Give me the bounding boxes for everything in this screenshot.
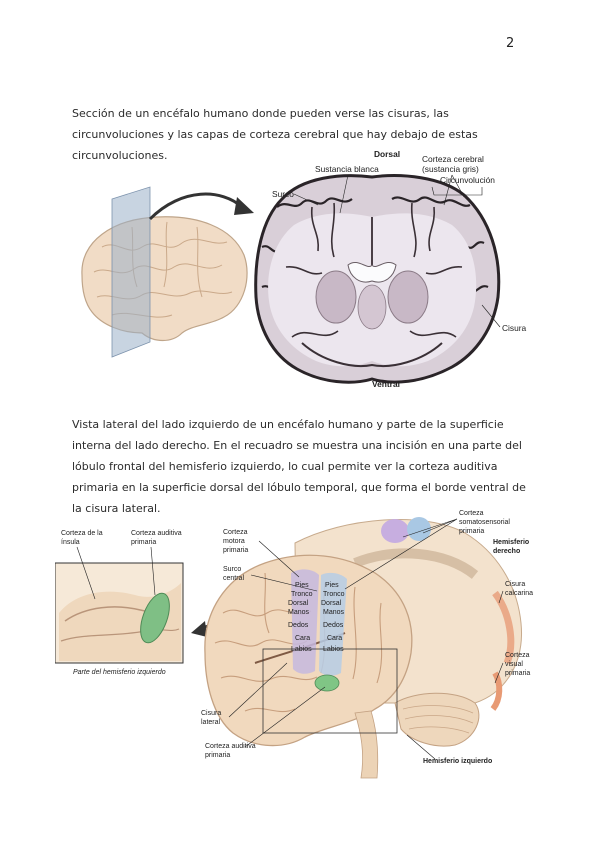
lateral-brain-illustration <box>205 517 522 778</box>
figure-coronal-section: Dorsal Sustancia blanca Corteza cerebral… <box>72 147 530 395</box>
coronal-slice-photo <box>256 176 499 383</box>
body-map-item: Dorsal <box>321 600 342 607</box>
body-map-item: Cara <box>327 635 342 642</box>
label-surco-central-2: central <box>223 575 244 582</box>
label-inset-corteza-auditiva-1: Corteza auditiva <box>131 530 182 537</box>
inset-caption: Parte del hemisferio izquierdo <box>73 669 166 676</box>
body-map-item: Dorsal <box>288 600 309 607</box>
label-ventral: Ventral <box>372 379 400 389</box>
label-corteza-insula-2: ínsula <box>61 539 80 546</box>
label-cisura-lateral-2: lateral <box>201 719 221 726</box>
label-corteza-insula-1: Corteza de la <box>61 530 103 537</box>
body-map-item: Pies <box>295 582 309 589</box>
page-number: 2 <box>506 36 514 51</box>
label-corteza-somato-1: Corteza <box>459 510 484 517</box>
body-map-item: Tronco <box>323 591 345 598</box>
label-dorsal: Dorsal <box>374 149 400 159</box>
label-cisura: Cisura <box>502 323 527 333</box>
label-corteza-motora-2: motora <box>223 538 245 545</box>
label-inset-corteza-auditiva-2: primaria <box>131 539 156 546</box>
label-corteza-visual-1: Corteza <box>505 652 530 659</box>
inset-box <box>55 563 183 663</box>
label-corteza-motora-1: Corteza <box>223 529 248 536</box>
arrow-icon <box>150 194 242 219</box>
body-map-item: Labios <box>323 646 344 653</box>
label-hemisferio-derecho-2: derecho <box>493 548 520 555</box>
label-sustancia-blanca: Sustancia blanca <box>315 164 379 174</box>
label-corteza-motora-3: primaria <box>223 547 248 554</box>
figure-lateral-brain: Corteza de la ínsula Corteza auditiva pr… <box>55 503 550 783</box>
label-hemisferio-izquierdo: Hemisferio izquierdo <box>423 758 492 765</box>
label-cisura-lateral-1: Cisura <box>201 710 221 717</box>
label-corteza-visual-3: primaria <box>505 670 530 677</box>
label-corteza-somato-3: primaria <box>459 528 484 535</box>
body-map-item: Dedos <box>288 622 309 629</box>
label-surco: Surco <box>272 189 294 199</box>
body-map-item: Pies <box>325 582 339 589</box>
label-corteza-auditiva-2: primaria <box>205 752 230 759</box>
label-cisura-calcarina-2: calcarina <box>505 590 533 597</box>
body-map-item: Manos <box>323 609 345 616</box>
body-map-item: Cara <box>295 635 310 642</box>
label-corteza-somato-2: somatosensorial <box>459 519 510 526</box>
label-sustancia-gris: (sustancia gris) <box>422 164 479 174</box>
label-corteza-cerebral: Corteza cerebral <box>422 154 484 164</box>
label-surco-central-1: Surco <box>223 566 241 573</box>
body-map-item: Manos <box>288 609 310 616</box>
label-circunvolucion: Circunvolución <box>440 175 495 185</box>
small-brain-illustration <box>82 187 247 357</box>
label-corteza-auditiva-1: Corteza auditiva <box>205 743 256 750</box>
body-map-item: Labios <box>291 646 312 653</box>
body-map-item: Tronco <box>291 591 313 598</box>
body-map-item: Dedos <box>323 622 344 629</box>
label-hemisferio-derecho-1: Hemisferio <box>493 539 529 546</box>
label-corteza-visual-2: visual <box>505 661 523 668</box>
label-cisura-calcarina-1: Cisura <box>505 581 525 588</box>
